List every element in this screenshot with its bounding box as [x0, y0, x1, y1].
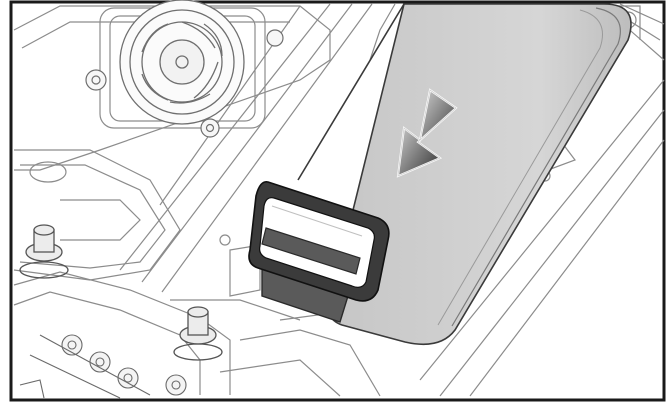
fan-mount-ears: [85, 29, 284, 138]
connector-cluster: [19, 334, 187, 399]
screw-icon: [19, 224, 223, 361]
chassis-linework: [13, 3, 665, 397]
insert-direction-arrow-icon: [396, 88, 458, 178]
battery-pack-icon: [297, 3, 632, 346]
strap-buckle-icon: [248, 180, 390, 302]
cooling-fan-icon: [119, 0, 245, 125]
